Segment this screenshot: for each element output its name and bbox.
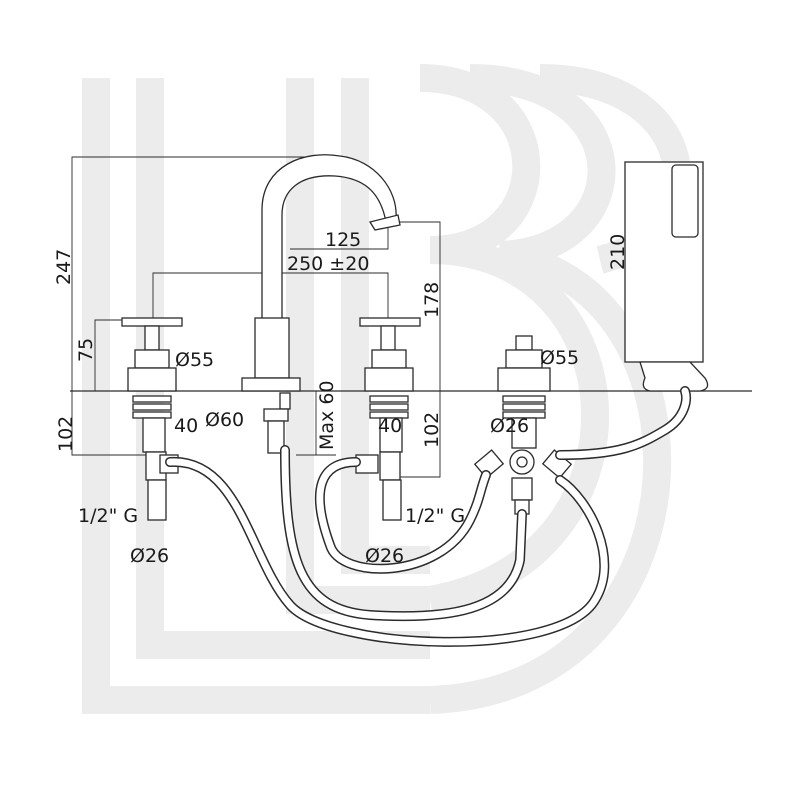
spout-height-label: 178 [421, 282, 443, 318]
spout-projection-label: 125 [325, 229, 361, 251]
max-deck-label: Max 60 [316, 381, 338, 451]
diverter-shank-label: Ø26 [490, 415, 529, 437]
diverter-valve [473, 335, 573, 515]
handset-length-label: 210 [607, 234, 629, 270]
left-valve [121, 317, 183, 521]
shower-handset [624, 161, 709, 392]
left-thread-label: 1/2" G [78, 505, 138, 527]
right-tail-label: Ø26 [365, 545, 404, 567]
hoses [165, 386, 691, 647]
spout-base-label: Ø60 [205, 409, 244, 431]
handle-height-label: 75 [75, 338, 97, 362]
right-thread-label: 1/2" G [405, 505, 465, 527]
watermark-logo [82, 64, 692, 714]
right-shank-label: 40 [378, 415, 402, 437]
spout [241, 154, 401, 454]
left-tail-label: Ø26 [130, 545, 169, 567]
right-valve [355, 317, 421, 521]
centres-label: 250 ±20 [287, 253, 369, 275]
dimension-labels: 247 75 102 125 250 ±20 178 102 210 Ø55 Ø… [53, 229, 629, 567]
left-flange-label: Ø55 [175, 349, 214, 371]
dimension-lines [71, 156, 441, 478]
right-below-deck-label: 102 [421, 412, 443, 448]
right-flange-label: Ø55 [540, 347, 579, 369]
left-shank-label: 40 [174, 415, 198, 437]
overall-height-label: 247 [53, 249, 75, 285]
left-below-deck-label: 102 [55, 416, 77, 452]
